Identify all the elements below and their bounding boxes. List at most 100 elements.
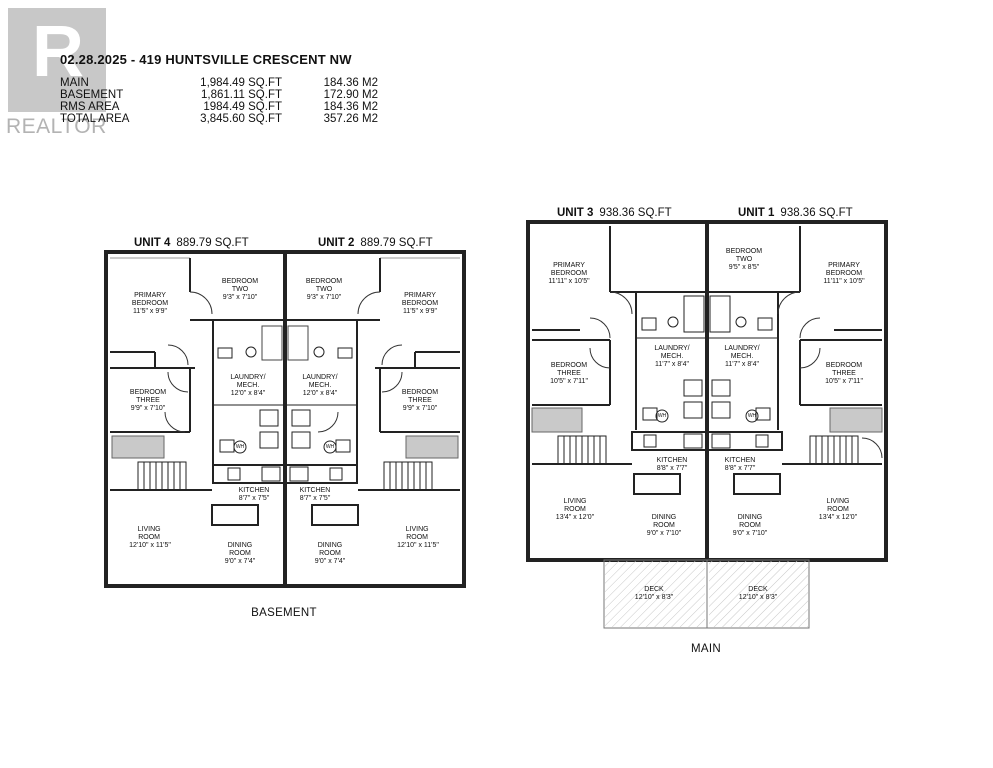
floor-label-main: MAIN bbox=[691, 643, 721, 655]
area-m2: 357.26 M2 bbox=[323, 113, 378, 125]
area-summary-table: MAIN 1,984.49 SQ.FT 184.36 M2 BASEMENT 1… bbox=[60, 77, 378, 125]
area-sqft: 1984.49 SQ.FT bbox=[203, 101, 282, 113]
room-label-laundry: LAUNDRY/ MECH. 11'7" x 8'4" bbox=[650, 345, 694, 369]
room-label-dining-room: DINING ROOM 9'0" x 7'4" bbox=[310, 542, 350, 566]
room-label-dining-room: DINING ROOM 9'0" x 7'10" bbox=[730, 514, 770, 538]
room-name: KITCHEN bbox=[238, 487, 270, 494]
room-name: KITCHEN bbox=[299, 487, 331, 494]
room-label-living-room: LIVING ROOM 12'10" x 11'5" bbox=[129, 526, 171, 550]
room-dimensions: 9'0" x 7'4" bbox=[314, 558, 346, 565]
room-label-bedroom-three: BEDROOM THREE 9'9" x 7'10" bbox=[126, 389, 170, 413]
main-plan bbox=[526, 220, 888, 629]
room-name: DINING ROOM bbox=[737, 514, 763, 529]
area-m2: 184.36 M2 bbox=[323, 77, 378, 89]
logo-wordmark: REALTOR bbox=[6, 115, 107, 138]
room-name: PRIMARY BEDROOM bbox=[550, 262, 588, 277]
room-dimensions: 9'0" x 7'10" bbox=[732, 530, 768, 537]
room-label-laundry: LAUNDRY/ MECH. 11'7" x 8'4" bbox=[720, 345, 764, 369]
area-row: MAIN 1,984.49 SQ.FT 184.36 M2 bbox=[60, 77, 378, 89]
area-label: TOTAL AREA bbox=[60, 113, 130, 125]
room-name: DINING ROOM bbox=[651, 514, 677, 529]
unit-name: UNIT 1 bbox=[738, 207, 775, 219]
logo-letter: R bbox=[32, 12, 84, 92]
room-name: LAUNDRY/ MECH. bbox=[302, 374, 338, 389]
water-heater-circle bbox=[323, 440, 337, 454]
unit-area: 889.79 SQ.FT bbox=[176, 237, 249, 249]
area-label: RMS AREA bbox=[60, 101, 120, 113]
room-label-primary-bedroom: PRIMARY BEDROOM 11'11" x 10'5" bbox=[544, 262, 594, 286]
room-dimensions: 8'8" x 7'7" bbox=[724, 465, 756, 472]
unit-name: UNIT 2 bbox=[318, 237, 355, 249]
room-dimensions: 8'7" x 7'5" bbox=[238, 495, 270, 502]
room-name: BEDROOM THREE bbox=[550, 362, 588, 377]
room-label-bedroom-two: BEDROOM TWO 9'5" x 8'5" bbox=[724, 248, 764, 272]
water-heater-circle bbox=[233, 440, 247, 454]
room-name: KITCHEN bbox=[656, 457, 688, 464]
room-label-kitchen: KITCHEN 8'8" x 7'7" bbox=[725, 457, 756, 473]
area-row: RMS AREA 1984.49 SQ.FT 184.36 M2 bbox=[60, 101, 378, 113]
room-name: LAUNDRY/ MECH. bbox=[724, 345, 760, 360]
room-name: BEDROOM THREE bbox=[825, 362, 863, 377]
basement-plan bbox=[104, 250, 466, 588]
room-dimensions: 13'4" x 12'0" bbox=[818, 514, 858, 521]
floor-label-basement: BASEMENT bbox=[251, 607, 317, 619]
room-name: PRIMARY BEDROOM bbox=[131, 292, 169, 307]
room-name: PRIMARY BEDROOM bbox=[825, 262, 863, 277]
room-label-dining-room: DINING ROOM 9'0" x 7'10" bbox=[644, 514, 684, 538]
room-dimensions: 13'4" x 12'0" bbox=[555, 514, 595, 521]
room-dimensions: 8'7" x 7'5" bbox=[299, 495, 331, 502]
unit-area: 938.36 SQ.FT bbox=[599, 207, 672, 219]
area-m2: 172.90 M2 bbox=[323, 89, 378, 101]
room-dimensions: 11'5" x 9'9" bbox=[133, 308, 167, 315]
room-label-deck: DECK 12'10" x 8'3" bbox=[635, 586, 673, 602]
room-label-bedroom-three: BEDROOM THREE 10'5" x 7'11" bbox=[547, 362, 591, 386]
room-label-deck: DECK 12'10" x 8'3" bbox=[739, 586, 777, 602]
room-label-primary-bedroom: PRIMARY BEDROOM 11'5" x 9'9" bbox=[395, 292, 445, 316]
area-sqft: 1,984.49 SQ.FT bbox=[200, 77, 282, 89]
room-label-laundry: LAUNDRY/ MECH. 12'0" x 8'4" bbox=[226, 374, 270, 398]
room-dimensions: 9'0" x 7'4" bbox=[224, 558, 256, 565]
room-name: LIVING ROOM bbox=[826, 498, 850, 513]
room-dimensions: 12'0" x 8'4" bbox=[302, 390, 338, 397]
water-heater-label: WH bbox=[657, 413, 667, 419]
area-label: BASEMENT bbox=[60, 89, 124, 101]
room-dimensions: 9'9" x 7'10" bbox=[130, 405, 166, 412]
room-dimensions: 11'5" x 9'9" bbox=[403, 308, 437, 315]
room-name: LIVING ROOM bbox=[137, 526, 161, 541]
room-name: BEDROOM THREE bbox=[129, 389, 167, 404]
room-dimensions: 11'11" x 10'5" bbox=[823, 278, 865, 285]
room-dimensions: 12'10" x 8'3" bbox=[634, 594, 674, 601]
page-title: 02.28.2025 - 419 HUNTSVILLE CRESCENT NW bbox=[60, 52, 352, 67]
area-m2: 184.36 M2 bbox=[323, 101, 378, 113]
room-label-kitchen: KITCHEN 8'7" x 7'5" bbox=[239, 487, 270, 503]
room-name: PRIMARY BEDROOM bbox=[401, 292, 439, 307]
area-row: TOTAL AREA 3,845.60 SQ.FT 357.26 M2 bbox=[60, 113, 378, 125]
water-heater-label: WH bbox=[325, 444, 335, 450]
room-name: LIVING ROOM bbox=[563, 498, 587, 513]
room-dimensions: 10'5" x 7'11" bbox=[825, 378, 863, 385]
water-heater-label: WH bbox=[235, 444, 245, 450]
unit-name: UNIT 4 bbox=[134, 237, 171, 249]
room-name: LIVING ROOM bbox=[405, 526, 429, 541]
unit-name: UNIT 3 bbox=[557, 207, 594, 219]
room-label-living-room: LIVING ROOM 12'10" x 11'5" bbox=[397, 526, 439, 550]
room-name: BEDROOM THREE bbox=[401, 389, 439, 404]
area-row: BASEMENT 1,861.11 SQ.FT 172.90 M2 bbox=[60, 89, 378, 101]
room-label-primary-bedroom: PRIMARY BEDROOM 11'5" x 9'9" bbox=[125, 292, 175, 316]
room-name: DECK bbox=[748, 586, 768, 593]
room-label-living-room: LIVING ROOM 13'4" x 12'0" bbox=[818, 498, 858, 522]
room-label-kitchen: KITCHEN 8'8" x 7'7" bbox=[657, 457, 688, 473]
room-name: LAUNDRY/ MECH. bbox=[230, 374, 266, 389]
unit-label-3: UNIT 3 938.36 SQ.FT bbox=[557, 207, 672, 219]
room-dimensions: 9'0" x 7'10" bbox=[646, 530, 682, 537]
area-sqft: 3,845.60 SQ.FT bbox=[200, 113, 282, 125]
room-dimensions: 9'3" x 7'10" bbox=[306, 294, 342, 301]
room-dimensions: 12'10" x 11'5" bbox=[397, 542, 439, 549]
room-label-living-room: LIVING ROOM 13'4" x 12'0" bbox=[555, 498, 595, 522]
room-dimensions: 11'7" x 8'4" bbox=[655, 361, 689, 368]
area-label: MAIN bbox=[60, 77, 89, 89]
area-sqft: 1,861.11 SQ.FT bbox=[201, 89, 282, 101]
